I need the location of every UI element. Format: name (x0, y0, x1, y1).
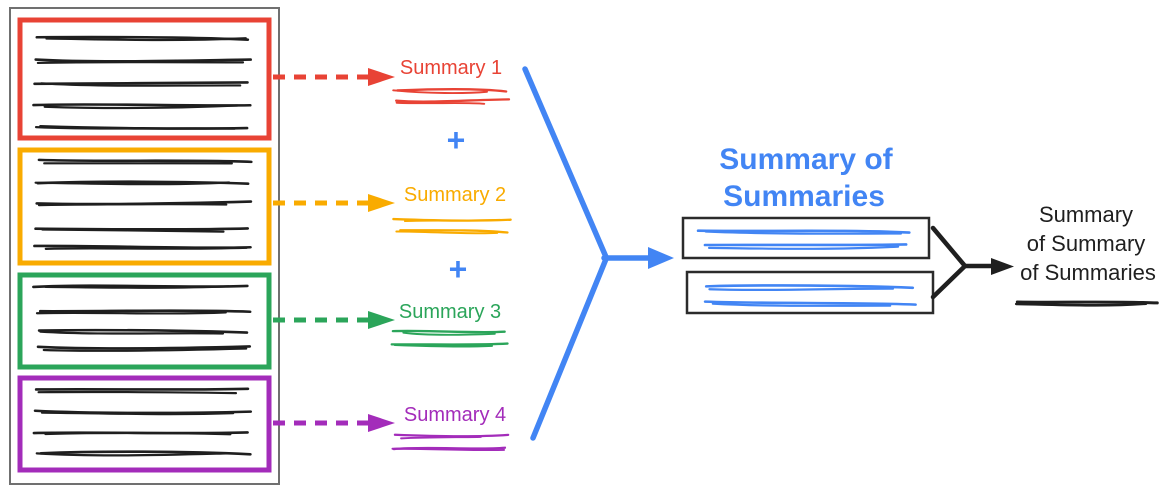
sketch-stroke (44, 246, 248, 250)
sketch-stroke (711, 302, 892, 307)
summary-label-1: Summary 1 (400, 57, 502, 79)
merge-line-top (522, 66, 609, 260)
stage3-label-line2: of Summary (1027, 231, 1146, 256)
sketch-stroke (391, 329, 506, 334)
document-box-3 (17, 272, 272, 370)
sketch-stroke (703, 243, 908, 247)
sketch-stroke (43, 104, 239, 110)
sketch-stroke (42, 347, 248, 352)
sketch-stroke (393, 433, 510, 438)
summary-label-3: Summary 3 (399, 301, 501, 323)
sketch-stroke (399, 229, 509, 234)
sketch-stroke (403, 218, 502, 223)
sketch-stroke (390, 342, 509, 346)
stage3-label-line3: of Summaries (1020, 260, 1156, 285)
sketch-stroke (395, 101, 486, 105)
sos-box-1 (681, 216, 931, 260)
sketch-stroke (392, 89, 489, 95)
final-scribble (1014, 300, 1159, 307)
sketch-stroke (44, 285, 230, 289)
summary-scribbles-1 (392, 87, 511, 105)
doc-scribbles-1 (32, 35, 252, 130)
dashed-arrow-1 (273, 68, 395, 86)
final-bracket (930, 225, 968, 300)
stage2-title-line2: Summaries (723, 180, 885, 213)
sketch-stroke (34, 181, 231, 186)
doc-scribbles-2 (33, 158, 253, 250)
sketch-stroke (34, 387, 250, 391)
sketch-stroke (395, 98, 511, 103)
summary-scribbles-3 (390, 329, 509, 348)
sketch-stroke (400, 435, 482, 440)
sketch-stroke (704, 284, 915, 290)
summary-label-4: Summary 4 (404, 404, 506, 426)
arrowhead-icon (368, 311, 395, 329)
final-arrowhead-icon (991, 258, 1014, 275)
sketch-stroke (37, 158, 253, 164)
sketch-stroke (35, 452, 229, 457)
summary-label-2: Summary 2 (404, 184, 506, 206)
sketch-stroke (35, 311, 227, 315)
arrowhead-icon (368, 68, 395, 86)
plus-sign-2: + (449, 251, 468, 287)
sketch-stroke (37, 328, 249, 334)
sos-scribbles-1 (696, 229, 911, 250)
summary-scribbles-2 (392, 217, 512, 235)
dashed-arrow-2 (273, 194, 395, 212)
sketch-stroke (40, 82, 242, 87)
sketch-stroke (37, 390, 238, 395)
sketch-stroke (393, 344, 493, 348)
sos-scribbles-2 (703, 284, 917, 307)
sketch-stroke (395, 230, 499, 235)
sketch-stroke (1014, 302, 1148, 307)
sketch-stroke (396, 87, 508, 93)
dashed-arrow-4 (273, 414, 395, 432)
sketch-stroke (34, 125, 236, 130)
stage2-title-line1: Summary of (719, 143, 893, 176)
sketch-stroke (402, 331, 496, 336)
plus-sign-1: + (447, 122, 466, 158)
stage3-label-line1: Summary (1039, 202, 1133, 227)
merge-line-bottom (530, 256, 609, 441)
sketch-stroke (704, 230, 903, 235)
arrowhead-icon (368, 414, 395, 432)
sketch-stroke (1015, 300, 1159, 305)
doc-scribbles-4 (32, 387, 253, 457)
sketch-stroke (41, 228, 225, 233)
sketch-stroke (707, 245, 900, 250)
sketch-stroke (708, 287, 895, 292)
arrowhead-icon (368, 194, 395, 212)
sketch-stroke (391, 447, 506, 452)
sketch-stroke (45, 37, 247, 42)
sketch-stroke (44, 431, 232, 436)
dashed-arrow-3 (273, 311, 395, 329)
sketch-stroke (696, 229, 911, 234)
sketch-stroke (36, 345, 252, 350)
sketch-stroke (38, 309, 252, 314)
sketch-stroke (37, 203, 228, 207)
sketch-stroke (36, 60, 245, 65)
sketch-stroke (703, 300, 917, 306)
summary-scribbles-4 (391, 433, 510, 452)
document-box-2 (17, 147, 272, 266)
doc-scribbles-3 (32, 284, 252, 352)
merge-arrowhead-icon (648, 247, 674, 269)
sketch-stroke (39, 330, 225, 335)
sketch-stroke (40, 411, 235, 416)
